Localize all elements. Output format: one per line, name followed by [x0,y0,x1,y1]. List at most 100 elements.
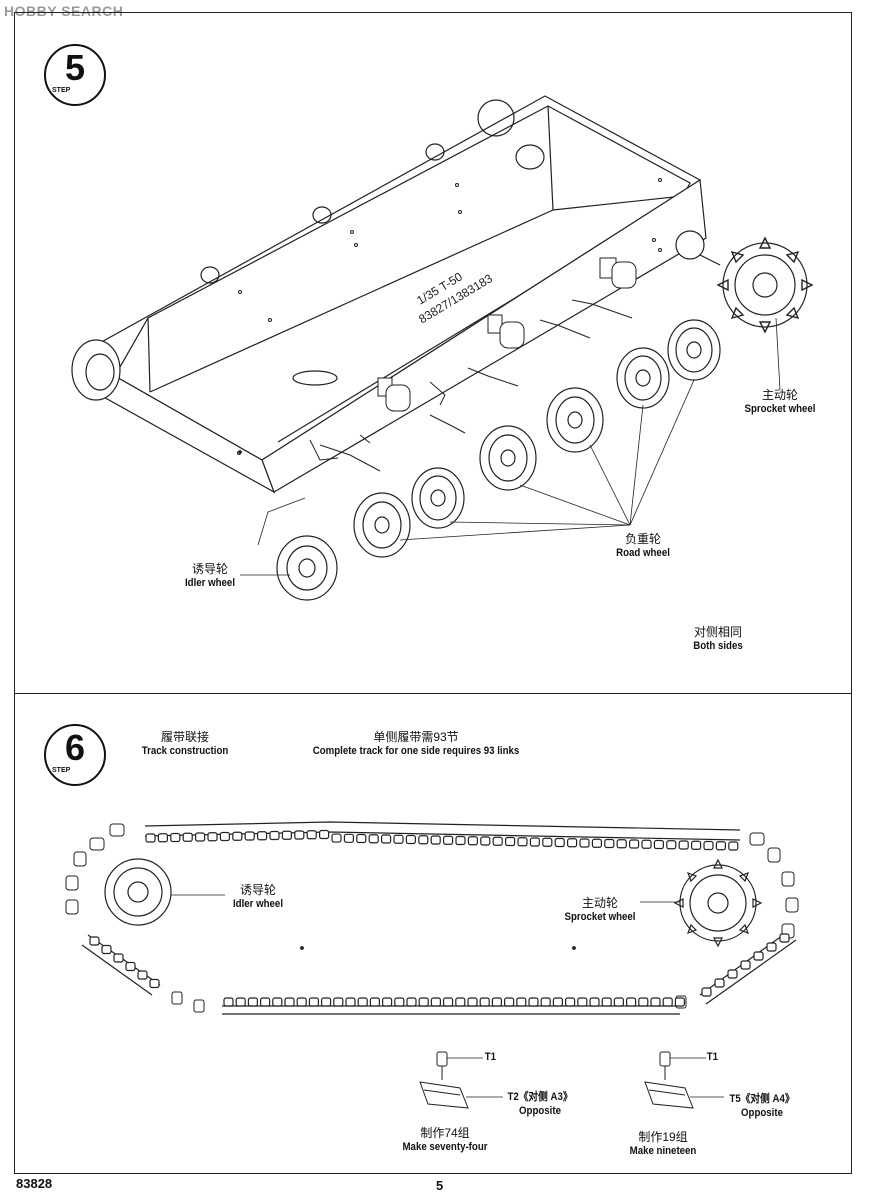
road-wheel-label: 负重轮 Road wheel [616,532,670,559]
track-link [145,833,156,843]
idler-label-step6: 诱导轮 Idler wheel [232,883,284,910]
track-link [157,833,168,843]
part-b-make: 制作19组 Make nineteen [629,1130,697,1157]
track-link [616,839,627,849]
step-number: 5 [64,47,86,88]
track-link [356,833,367,844]
both-sides-label: 对侧相同 Both sides [693,625,743,652]
suspension-arms [309,257,637,472]
track-link [674,997,686,1007]
track-link [480,836,491,846]
track-link [284,997,295,1007]
track-link [113,953,124,963]
track-link [207,832,218,842]
track-link [467,836,478,846]
track-link [591,838,603,848]
track-link [753,951,764,961]
step-number: 6 [64,727,86,768]
track-link [589,997,600,1007]
section-divider [14,693,852,694]
track-link [703,840,714,851]
track-link [540,997,551,1007]
track-link [740,960,751,970]
track-link [149,978,160,989]
track-link [528,997,539,1007]
track-link [382,997,393,1007]
track-link [443,997,454,1007]
page-frame [14,12,852,1174]
track-link [257,831,268,841]
watermark: HOBBY SEARCH [4,3,124,19]
track-link [306,830,317,840]
track-link [137,970,148,980]
track-link-assembly-b [644,1051,724,1109]
track-link [650,997,661,1007]
track-link [727,969,738,979]
part-b-t1: T1 [706,1051,719,1063]
track-link [678,840,689,850]
idler-label-step5: 诱导轮 Idler wheel [184,562,236,589]
track-link [766,942,777,952]
track-link [715,841,727,851]
track-link [455,835,466,846]
track-link [393,834,404,844]
track-link [345,997,356,1007]
complete-track-label: 单侧履带需93节 Complete track for one side req… [312,730,520,757]
track-link [357,997,368,1007]
track-link [101,944,112,955]
track-link [244,831,255,841]
track-link [219,831,230,842]
track-link [247,997,258,1007]
track-link [443,835,454,845]
track-link [343,833,354,843]
track-link [430,835,441,845]
step-label: STEP [52,87,71,94]
track-link [281,830,292,840]
track-link [319,829,330,840]
track-link [294,830,305,840]
track-link [455,997,466,1007]
track-link [418,997,429,1007]
track-link [701,987,712,997]
track-link [406,997,417,1007]
track-link [479,997,490,1007]
track-link [628,839,640,849]
track-link [666,840,677,850]
sprocket-wheel-step5 [675,230,814,334]
track-link [601,997,612,1007]
track-link [552,997,564,1007]
idler-wheel-step6 [104,858,225,926]
track-link [405,834,416,845]
track-link [195,832,206,842]
track-link [125,961,136,972]
idler-wheel-step5 [240,497,338,601]
track-link [368,834,379,844]
road-wheels-step5 [353,319,721,558]
track-link [232,831,243,841]
track-link [516,997,527,1007]
track-link [272,997,283,1007]
track-link [89,936,100,946]
sprocket-label-step5: 主动轮 Sprocket wheel [744,388,816,415]
track-link [504,997,515,1007]
track-link [579,838,590,848]
part-b-t5: T5《对侧 A4》 Opposite [729,1093,795,1119]
track-link [333,997,344,1007]
track-link [260,997,271,1007]
track-link [269,830,280,841]
track-link [604,838,615,849]
track-links [89,829,790,1007]
track-link [369,997,380,1007]
page-number: 5 [436,1178,444,1193]
track-link [492,836,503,846]
track-link-assembly-a [419,1051,503,1109]
track-link [779,933,790,943]
track-link [641,839,652,849]
track-construction-label: 履带联接 Track construction [141,730,229,757]
track-link [714,978,725,988]
track-link [430,997,441,1007]
product-code: 83828 [16,1176,53,1191]
part-a-t1: T1 [484,1051,497,1063]
